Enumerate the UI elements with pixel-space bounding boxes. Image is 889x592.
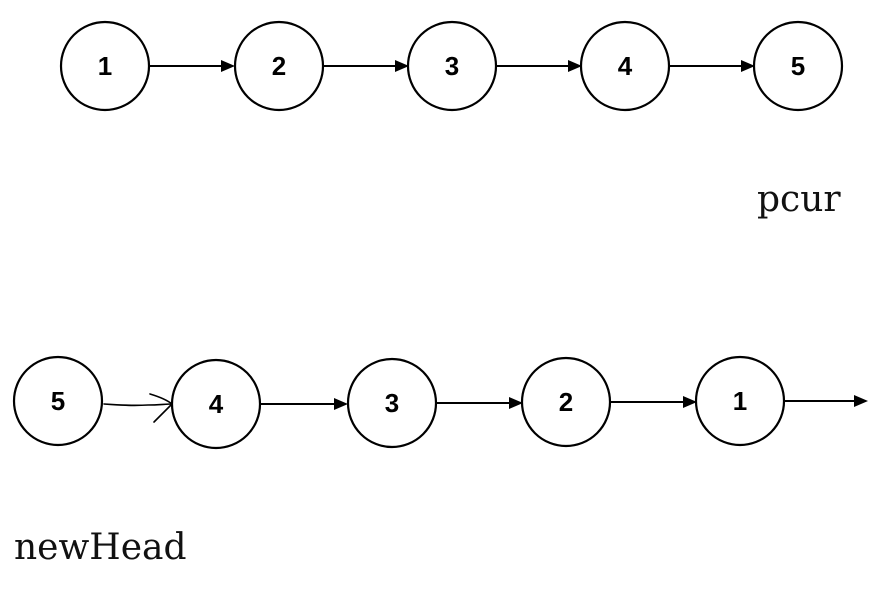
bottom-node: 3 <box>346 357 438 449</box>
bottom-node-label: 4 <box>209 389 224 419</box>
top-link-1-2 <box>149 60 235 72</box>
top-node: 2 <box>233 20 325 112</box>
top-node-label: 4 <box>618 51 633 81</box>
top-list: 1 2 3 4 5 <box>59 20 844 112</box>
bottom-node-label: 1 <box>733 386 747 416</box>
top-node: 5 <box>752 20 844 112</box>
bottom-list: 5 4 3 2 1 <box>12 355 868 450</box>
bottom-node-label: 3 <box>385 388 399 418</box>
bottom-link-3-2 <box>436 397 523 409</box>
top-node: 1 <box>59 20 151 112</box>
bottom-node: 1 <box>694 355 786 447</box>
top-node: 4 <box>579 20 671 112</box>
top-link-4-5 <box>669 60 755 72</box>
bottom-link-5-4-handdrawn <box>103 393 173 423</box>
top-link-2-3 <box>323 60 409 72</box>
top-node-label: 3 <box>445 51 459 81</box>
top-link-3-4 <box>496 60 582 72</box>
bottom-node-label: 2 <box>559 387 573 417</box>
bottom-link-1-null <box>784 395 868 407</box>
top-node-label: 1 <box>98 51 112 81</box>
bottom-link-4-3 <box>260 398 348 410</box>
bottom-link-2-1 <box>610 396 697 408</box>
bottom-node: 5 <box>12 355 104 447</box>
top-node: 3 <box>406 20 498 112</box>
top-node-label: 2 <box>272 51 286 81</box>
top-node-label: 5 <box>791 51 805 81</box>
bottom-node: 2 <box>520 356 612 448</box>
bottom-node: 4 <box>170 358 262 450</box>
pcur-label: pcur <box>757 179 841 220</box>
newhead-label: newHead <box>14 527 187 568</box>
bottom-node-label: 5 <box>51 386 65 416</box>
